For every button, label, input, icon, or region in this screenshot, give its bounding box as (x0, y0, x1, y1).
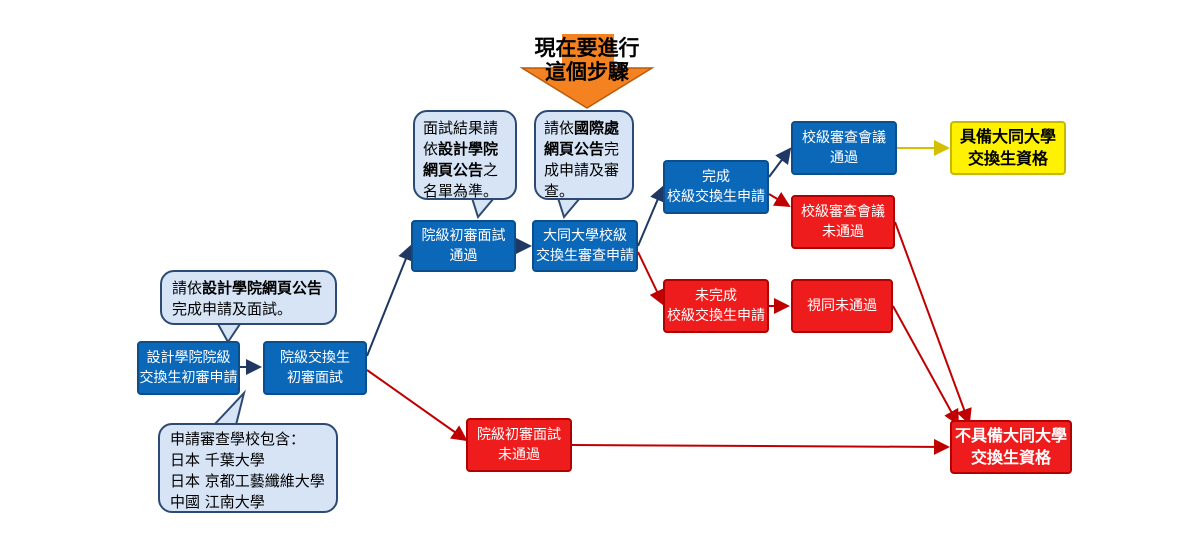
callout-schools-line: 日本 千葉大學 (170, 451, 265, 469)
line-college-fail-to-not-qualified (571, 438, 950, 455)
node-qualified: 具備大同大學 交換生資格 (950, 121, 1066, 175)
line-complete-to-school-fail (768, 191, 791, 208)
node-school-fail: 校級審查會議 未通過 (791, 195, 895, 249)
line-interview-to-fail (366, 369, 468, 442)
callout-schools-title: 申請審查學校包含： (170, 430, 306, 448)
callout-schools-line: 日本 京都工藝纖維大學 (170, 472, 325, 490)
line-interview-to-pass (366, 244, 414, 357)
callout-interview-result: 面試結果請依設計學院網頁公告之名單為準。 (413, 110, 517, 200)
node-deemed-fail: 視同未通過 (791, 279, 893, 333)
callout-schools-line: 中國 江南大學 (170, 493, 265, 511)
line-review-to-incomplete (637, 251, 665, 306)
node-incomplete: 未完成 校級交換生申請 (663, 279, 769, 333)
node-college-pass: 院級初審面試 通過 (411, 220, 516, 272)
line-school-fail-to-not-qualified (894, 221, 972, 425)
callout-schools-pointer (211, 389, 246, 426)
line-deemed-fail-to-not-qualified (892, 305, 959, 426)
callout-design-notice: 請依設計學院網頁公告 完成申請及面試。 (160, 270, 337, 325)
line-complete-to-school-pass (768, 147, 792, 178)
node-complete: 完成 校級交換生申請 (663, 160, 769, 214)
node-not-qualified: 不具備大同大學 交換生資格 (950, 420, 1072, 474)
callout-intl-notice: 請依國際處網頁公告完成申請及審查。 (534, 110, 634, 200)
step-banner-line2: 這個步驟 (545, 60, 629, 84)
node-school-pass: 校級審查會議 通過 (791, 121, 897, 175)
node-design-apply: 設計學院院級 交換生初審申請 (137, 341, 240, 395)
step-banner-arrow-shaft (562, 34, 614, 70)
step-banner: 現在要進行 這個步驟 (517, 36, 657, 84)
step-banner-line1: 現在要進行 (534, 36, 640, 60)
callout-schools: 申請審查學校包含： 日本 千葉大學 日本 京都工藝纖維大學 中國 江南大學 (158, 423, 338, 513)
node-college-interview: 院級交換生 初審面試 (263, 341, 367, 395)
callout-design-pointer (216, 323, 242, 344)
line-review-to-complete (637, 185, 665, 247)
node-college-fail: 院級初審面試 未通過 (466, 418, 572, 472)
node-tatung-review: 大同大學校級 交換生審查申請 (532, 220, 638, 272)
